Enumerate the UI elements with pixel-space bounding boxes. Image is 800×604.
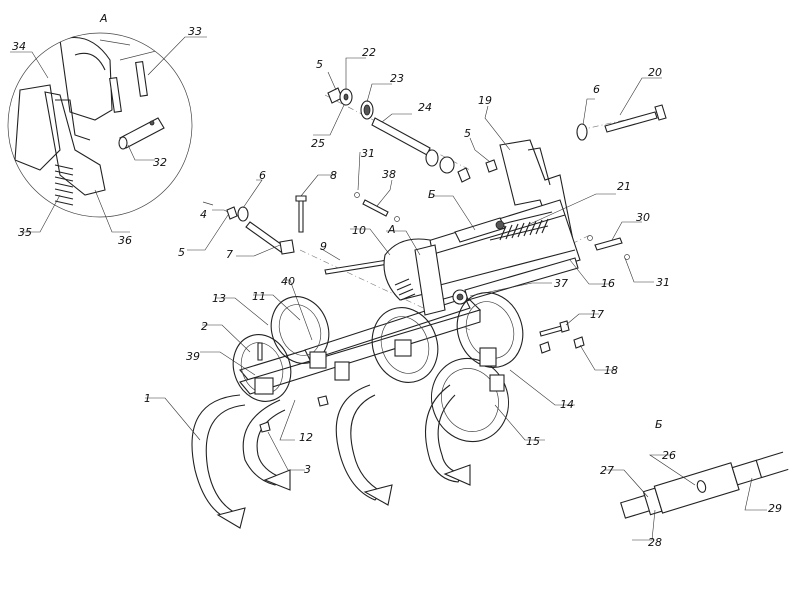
part-number: 20 — [648, 66, 662, 79]
part-number: 40 — [281, 275, 295, 288]
part-number: 39 — [186, 350, 200, 363]
part-number: 18 — [604, 364, 618, 377]
part-number: 6 — [259, 169, 266, 182]
part-number: 6 — [593, 83, 600, 96]
part-number: 35 — [18, 226, 32, 239]
sleeve-26 — [653, 462, 740, 514]
part-number: 9 — [320, 240, 327, 253]
part-number: 13 — [212, 292, 226, 305]
part-number: 37 — [554, 277, 568, 290]
part-number: 33 — [188, 25, 202, 38]
part-number: 23 — [390, 72, 404, 85]
part-number: 16 — [601, 277, 615, 290]
bolt-20 — [576, 104, 667, 141]
part-number: 10 — [352, 224, 366, 237]
part-number: 1 — [144, 392, 151, 405]
part-number: 5 — [464, 127, 471, 140]
part-number: 14 — [560, 398, 574, 411]
detail-b-label: Б — [655, 418, 663, 431]
part-number: 30 — [636, 211, 650, 224]
leader-lines — [10, 36, 767, 541]
detail-a-boundary — [7, 32, 193, 218]
spring-21 — [489, 211, 553, 241]
part-number: 31 — [361, 147, 375, 160]
part-number: 7 — [226, 248, 233, 261]
part-number: 5 — [316, 58, 323, 71]
part-number: 28 — [648, 536, 662, 549]
part-number: 25 — [311, 137, 325, 150]
part-number: 24 — [418, 101, 432, 114]
part-number: 26 — [662, 449, 676, 462]
part-number: 38 — [382, 168, 396, 181]
part-number: 32 — [153, 156, 167, 169]
part-number: 8 — [330, 169, 337, 182]
part-number: 15 — [526, 435, 540, 448]
clamp-boxes — [254, 339, 505, 395]
main-assembly — [191, 87, 667, 529]
detail-b-view: Б — [620, 418, 789, 519]
part-number: 29 — [768, 502, 782, 515]
part-number: 19 — [478, 94, 492, 107]
part-number: 22 — [362, 46, 376, 59]
part-number: 36 — [118, 234, 132, 247]
part-number: 27 — [600, 464, 614, 477]
detail-a-label: А — [99, 12, 108, 25]
part-number: 34 — [12, 40, 26, 53]
part-number: 21 — [617, 180, 631, 193]
s-tines — [191, 384, 471, 529]
part-number: 3 — [304, 463, 311, 476]
shaft-end-right — [731, 459, 763, 486]
mark-b: Б — [428, 188, 436, 201]
detail-a-view: А — [7, 12, 193, 218]
bolt-7 — [202, 201, 295, 255]
part-number: 17 — [590, 308, 604, 321]
shaft-assembly-24 — [327, 87, 471, 183]
part-number: 11 — [252, 290, 266, 303]
cylinder-b — [454, 217, 506, 243]
part-number: 2 — [201, 320, 208, 333]
part-number: 4 — [200, 208, 207, 221]
part-number: 12 — [299, 431, 313, 444]
part-number-labels: 34 33 32 35 36 5 22 23 25 24 19 5 6 20 2… — [12, 25, 782, 549]
part-number: 31 — [656, 276, 670, 289]
mark-a: А — [387, 223, 396, 236]
part-number: 5 — [178, 246, 185, 259]
